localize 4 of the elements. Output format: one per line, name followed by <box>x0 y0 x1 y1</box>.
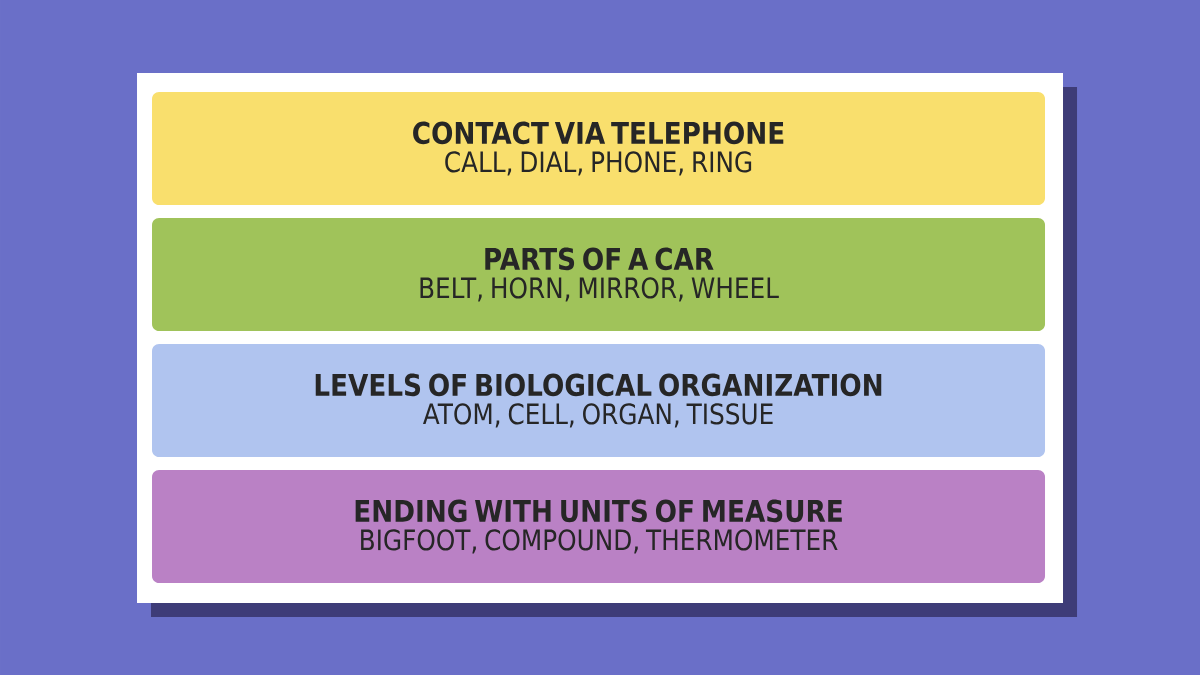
category-band: LEVELS OF BIOLOGICAL ORGANIZATION ATOM, CELL, ORGAN, TISSUE <box>152 344 1045 457</box>
category-band: ENDING WITH UNITS OF MEASURE BIGFOOT, COMPOUND, THERMOMETER <box>152 470 1045 583</box>
category-band: PARTS OF A CAR BELT, HORN, MIRROR, WHEEL <box>152 218 1045 331</box>
category-band: CONTACT VIA TELEPHONE CALL, DIAL, PHONE, RING <box>152 92 1045 205</box>
